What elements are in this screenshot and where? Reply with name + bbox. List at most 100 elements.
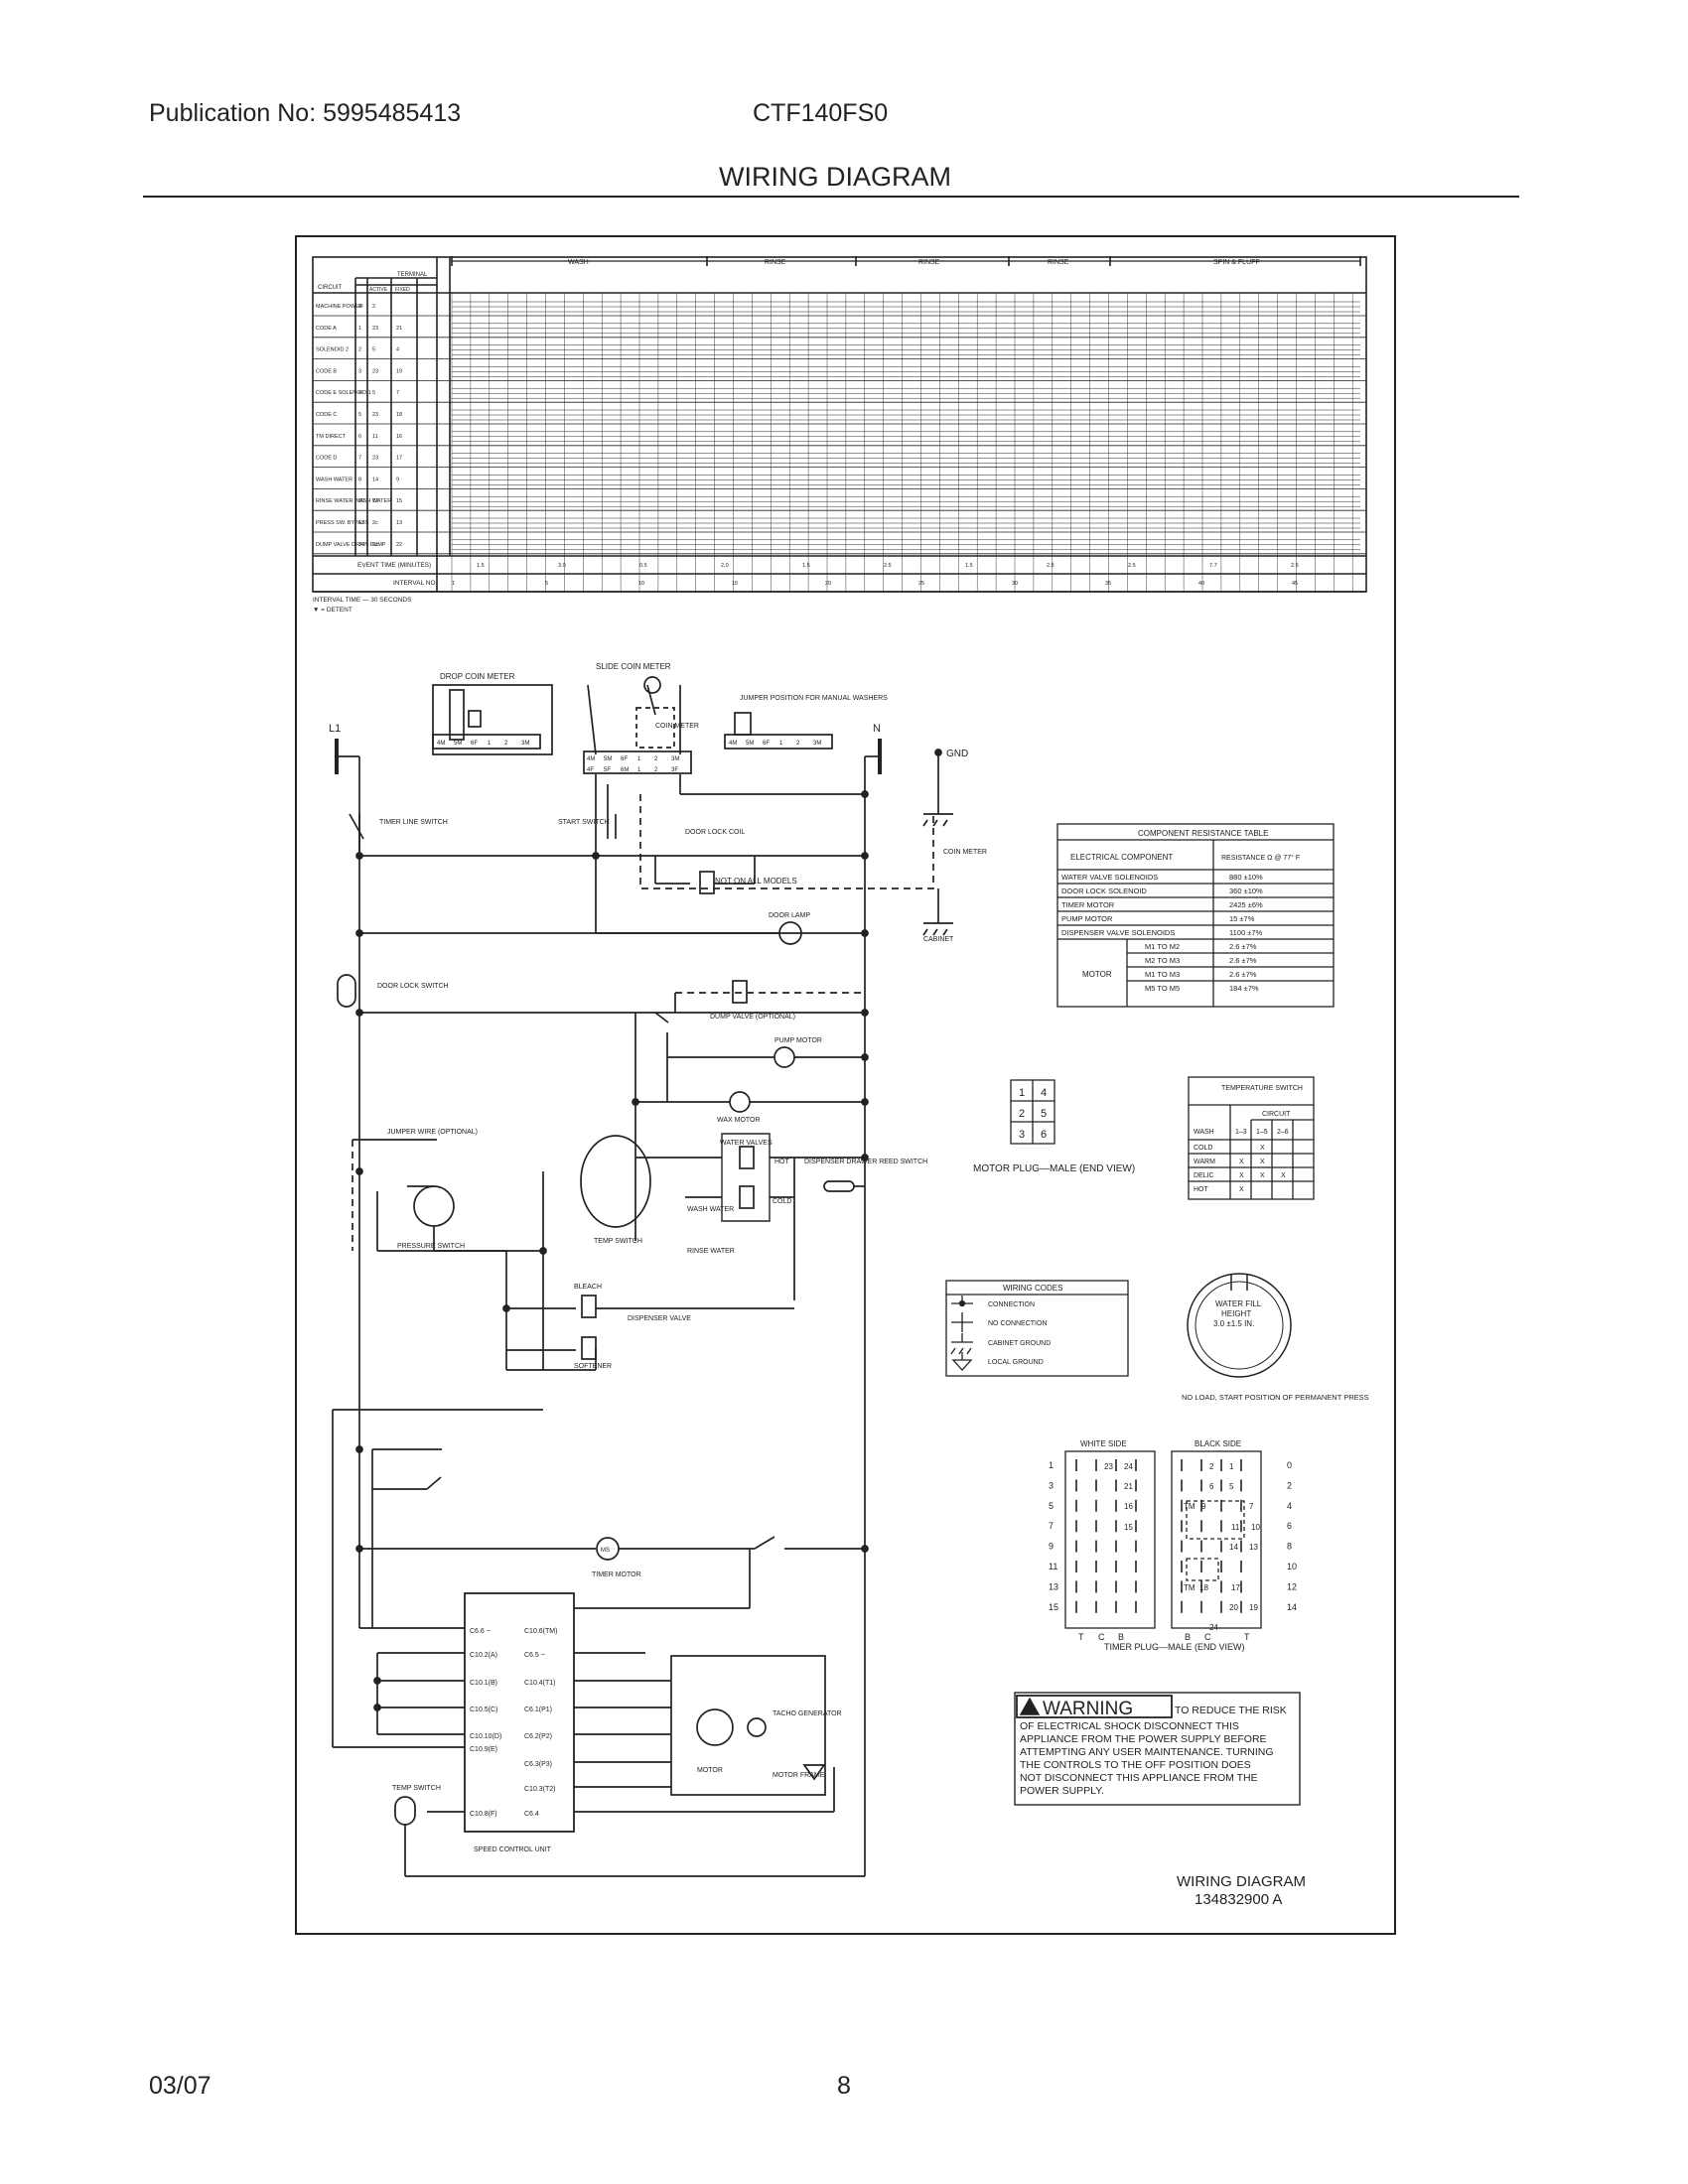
resistance-table-grid [1056, 823, 1335, 1008]
timer-plug-right-num: 2 [1287, 1480, 1292, 1490]
tc-circuit-fixed: 15 [396, 498, 402, 504]
warning-box [1014, 1692, 1301, 1806]
tc-interval-no: 15 [732, 581, 738, 587]
timer-plug-bottom-letter: T [1078, 1632, 1084, 1642]
timer-plug-left-num: 15 [1049, 1602, 1058, 1612]
resistance-value: 15 ±7% [1229, 914, 1255, 923]
tc-circuit-name: CODE D [316, 456, 337, 462]
drop-meter-plug-cell: 5M [454, 741, 462, 747]
footer-date: 03/07 [149, 2072, 211, 2100]
tc-interval-no: 20 [825, 581, 831, 587]
water-fill-line3: 3.0 ±1.5 IN. [1213, 1319, 1254, 1328]
door-lamp-label: DOOR LAMP [769, 912, 810, 919]
timer-plug-left-num: 9 [1049, 1542, 1054, 1552]
dump-valve-label: DUMP VALVE (OPTIONAL) [710, 1014, 795, 1021]
timer-plug-left-num: 1 [1049, 1460, 1054, 1470]
resistance-value: 1100 ±7% [1229, 928, 1262, 937]
drop-meter-plug-cell: 3M [521, 741, 529, 747]
resistance-value: 360 ±10% [1229, 887, 1263, 895]
tc-event-time: 1.5 [965, 563, 973, 569]
temp-table-cell: DELIC [1194, 1172, 1214, 1179]
cold-label: COLD [773, 1198, 791, 1205]
motor-plug-pin: 4 [1041, 1087, 1047, 1099]
tc-circuit-tc: 0 [358, 304, 361, 310]
jumper-position-label: JUMPER POSITION FOR MANUAL WASHERS [740, 695, 888, 702]
timer-plug-grid [1064, 1450, 1262, 1629]
coin-meter-label: COIN METER [943, 849, 987, 856]
slide-meter-plug-cell: 4M [587, 756, 595, 762]
motor-plug-pin: 3 [1019, 1129, 1025, 1141]
scu-left-terminal: C10.10(D) [470, 1733, 501, 1740]
timer-plug-white-side: WHITE SIDE [1080, 1439, 1127, 1448]
timer-plug-inner-label: 18 [1199, 1583, 1208, 1592]
warning-line: APPLIANCE FROM THE POWER SUPPLY BEFORE [1020, 1733, 1267, 1745]
warning-line: THE CONTROLS TO THE OFF POSITION DOES [1020, 1759, 1251, 1771]
timer-plug-bottom-letter: C [1204, 1632, 1211, 1642]
wiring-code-local-ground: LOCAL GROUND [988, 1359, 1044, 1366]
tc-event-time: 1.5 [477, 563, 485, 569]
tc-col-fixed: FIXED [395, 287, 410, 293]
slide-meter-plug-cell: 3F [671, 767, 678, 773]
temperature-switch-grid [1188, 1076, 1315, 1200]
tc-event-time: 7.7 [1209, 563, 1217, 569]
timer-line-switch-label: TIMER LINE SWITCH [379, 819, 448, 826]
motor-plug-pin: 2 [1019, 1108, 1025, 1120]
scu-right-terminal: C6.2(P2) [524, 1733, 552, 1740]
jumper-plug-cell: 5M [746, 741, 754, 747]
timer-plug-right-num: 8 [1287, 1542, 1292, 1552]
timer-plug-right-num: 14 [1287, 1602, 1297, 1612]
resistance-motor-value: 2.6 ±7% [1229, 970, 1257, 979]
title-rule [143, 196, 1519, 198]
l1-label: L1 [329, 723, 341, 735]
tc-phase-spin: SPIN & FLUFF [1213, 259, 1260, 266]
wiring-code-no-connection: NO CONNECTION [988, 1320, 1048, 1327]
dispenser-drawer-label: DISPENSER DRAWER REED SWITCH [804, 1159, 927, 1165]
resistance-component: WATER VALVE SOLENOIDS [1061, 873, 1158, 882]
jumper-plug-cell: 1 [779, 741, 783, 747]
n-label: N [873, 723, 881, 735]
drop-meter-plug-cell: 1 [488, 741, 492, 747]
motor-plug-pin: 1 [1019, 1087, 1025, 1099]
tc-interval-no: 5 [545, 581, 548, 587]
resistance-component: TIMER MOTOR [1061, 900, 1115, 909]
slide-meter-plug-cell: 2 [654, 767, 658, 773]
tc-interval-no: 35 [1105, 581, 1111, 587]
timer-plug-left-num: 13 [1049, 1581, 1058, 1591]
tacho-generator-label: TACHO GENERATOR [773, 1710, 842, 1717]
door-lock-coil-label: DOOR LOCK COIL [685, 829, 745, 836]
tc-col-active: ACTIVE [369, 287, 388, 293]
tc-circuit-tc: 1 [358, 326, 361, 332]
wiring-code-cabinet-ground: CABINET GROUND [988, 1340, 1051, 1347]
tc-circuit-active: 23 [372, 326, 378, 332]
jumper-plug-cell: 2 [796, 741, 800, 747]
publication-number: Publication No: 5995485413 [149, 99, 462, 127]
tc-circuit-active: 2c [372, 520, 378, 526]
timer-plug-inner-label: 20 [1229, 1603, 1238, 1612]
tc-circuit-fixed: 17 [396, 456, 402, 462]
tc-circuit-active: 23 [372, 368, 378, 374]
tc-event-time-label: EVENT TIME (MINUTES) [357, 562, 431, 569]
timer-plug-inner-label: 9 [1201, 1502, 1206, 1511]
rinse-water-label: RINSE WATER [687, 1248, 735, 1255]
tc-circuit-fixed: 19 [396, 368, 402, 374]
tc-event-time: 2.5 [1047, 563, 1055, 569]
tc-circuit-active: 14 [372, 477, 378, 482]
slide-meter-plug-cell: 5M [604, 756, 612, 762]
tc-circuit-tc: 8 [358, 477, 361, 482]
tc-interval-no: 10 [638, 581, 644, 587]
softener-label: SOFTENER [574, 1363, 612, 1370]
not-on-all-models-label: NOT ON ALL MODELS [715, 877, 797, 886]
tc-phase-rinse-2: RINSE [918, 259, 940, 266]
hot-label: HOT [774, 1159, 790, 1165]
temp-table-head: WASH [1194, 1129, 1214, 1136]
warning-line: NOT DISCONNECT THIS APPLIANCE FROM THE [1020, 1772, 1258, 1784]
slide-meter-plug-cell: 1 [637, 767, 641, 773]
timer-plug-bottom-letter: B [1185, 1632, 1191, 1642]
timer-plug-inner-label: TM [1184, 1583, 1196, 1592]
scu-left-terminal: C10.1(B) [470, 1680, 497, 1687]
resistance-component: DISPENSER VALVE SOLENOIDS [1061, 928, 1175, 937]
resistance-motor-value: 184 ±7% [1229, 984, 1259, 993]
water-fill-caption: NO LOAD, START POSITION OF PERMANENT PRE… [1182, 1393, 1369, 1402]
tc-footnote-2: ▼ = DETENT [313, 607, 352, 614]
tc-interval-no: 30 [1012, 581, 1018, 587]
